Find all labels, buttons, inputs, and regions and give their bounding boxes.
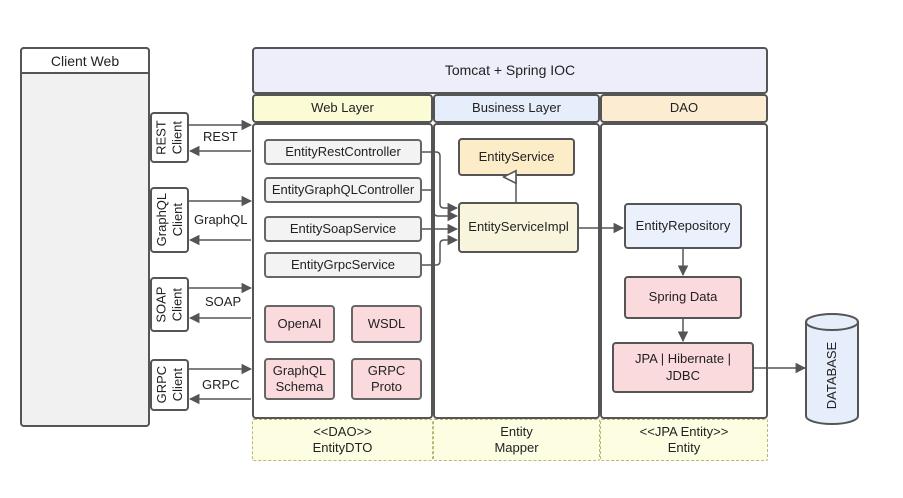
web-layer-header: Web Layer xyxy=(252,94,433,123)
rest-client: REST Client xyxy=(150,112,189,163)
business-layer-header: Business Layer xyxy=(433,94,600,123)
entity-repository: EntityRepository xyxy=(624,203,742,249)
footer-entity-dto: <<DAO>> EntityDTO xyxy=(252,419,433,461)
protocol-label-soap: SOAP xyxy=(205,294,242,309)
openai-box: OpenAI xyxy=(264,305,335,343)
graphql-schema-box: GraphQL Schema xyxy=(264,358,335,400)
client-web-title: Client Web xyxy=(20,47,150,74)
spring-data: Spring Data xyxy=(624,276,742,319)
database-cylinder xyxy=(805,313,859,425)
client-web-panel xyxy=(20,47,150,427)
database-label-wrap: DATABASE xyxy=(810,330,854,420)
protocol-label-grpc: GRPC xyxy=(202,377,240,392)
jpa-hibernate-jdbc: JPA | Hibernate | JDBC xyxy=(612,342,754,393)
protocol-label-rest: REST xyxy=(203,129,238,144)
footer-entity-mapper: Entity Mapper xyxy=(433,419,600,461)
entity-service: EntityService xyxy=(458,138,575,176)
grpc-service-connector xyxy=(422,234,459,266)
footer-jpa-entity: <<JPA Entity>> Entity xyxy=(600,419,768,461)
entity-graphql-controller: EntityGraphQLController xyxy=(264,177,422,203)
dao-layer-header: DAO xyxy=(600,94,768,123)
entity-rest-controller: EntityRestController xyxy=(264,139,422,165)
graphql-controller-connector xyxy=(422,189,459,222)
protocol-label-graphql: GraphQL xyxy=(194,212,248,227)
entity-soap-service: EntitySoapService xyxy=(264,216,422,242)
rest-controller-connector xyxy=(422,151,459,214)
entity-service-impl: EntityServiceImpl xyxy=(458,202,579,253)
tomcat-spring-ioc-header: Tomcat + Spring IOC xyxy=(252,47,768,94)
entity-grpc-service: EntityGrpcService xyxy=(264,252,422,278)
grpc-client: GRPC Client xyxy=(150,359,189,411)
grpc-proto-box: GRPC Proto xyxy=(351,358,422,400)
soap-client: SOAP Client xyxy=(150,277,189,332)
database-label: DATABASE xyxy=(824,341,840,409)
wsdl-box: WSDL xyxy=(351,305,422,343)
graphql-client: GraphQL Client xyxy=(150,187,189,253)
